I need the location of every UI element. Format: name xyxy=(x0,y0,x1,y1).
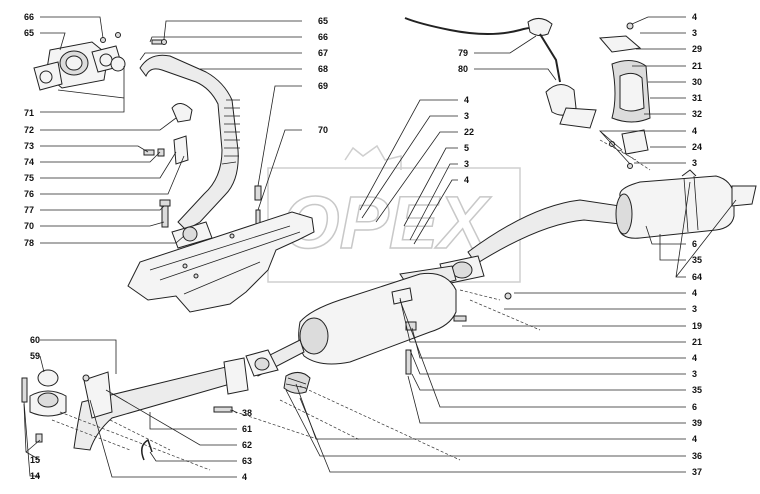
label-14: 14 xyxy=(30,471,40,481)
label-24: 24 xyxy=(692,142,702,152)
label-4: 4 xyxy=(692,288,697,298)
label-39: 39 xyxy=(692,418,702,428)
label-59: 59 xyxy=(30,351,40,361)
label-4: 4 xyxy=(464,95,469,105)
label-5: 5 xyxy=(464,143,469,153)
label-66: 66 xyxy=(24,12,34,22)
label-38: 38 xyxy=(242,408,252,418)
label-21: 21 xyxy=(692,337,702,347)
label-76: 76 xyxy=(24,189,34,199)
label-73: 73 xyxy=(24,141,34,151)
label-63: 63 xyxy=(242,456,252,466)
front-muffler xyxy=(298,265,457,375)
part-number-labels: 66 65 65 66 67 68 69 70 71 72 73 74 75 7… xyxy=(24,12,702,482)
watermark: OPEX xyxy=(267,144,521,283)
label-4: 4 xyxy=(692,353,697,363)
label-79: 79 xyxy=(458,48,468,58)
label-3: 3 xyxy=(464,111,469,121)
label-78: 78 xyxy=(24,238,34,248)
label-68: 68 xyxy=(318,64,328,74)
label-37: 37 xyxy=(692,467,702,477)
label-19: 19 xyxy=(692,321,702,331)
hanger-hose-group xyxy=(404,17,597,129)
label-30: 30 xyxy=(692,77,702,87)
label-6: 6 xyxy=(692,402,697,412)
mid-flange xyxy=(439,255,512,322)
label-72: 72 xyxy=(24,125,34,135)
front-pipe xyxy=(73,339,311,451)
label-4: 4 xyxy=(692,126,697,136)
rear-mount-group xyxy=(598,22,651,169)
label-4: 4 xyxy=(692,434,697,444)
label-64: 64 xyxy=(692,272,702,282)
watermark-text: OPEX xyxy=(282,181,492,264)
label-4: 4 xyxy=(464,175,469,185)
label-3: 3 xyxy=(692,304,697,314)
label-32: 32 xyxy=(692,109,702,119)
label-29: 29 xyxy=(692,44,702,54)
flexible-downpipe xyxy=(139,54,240,249)
leader-lines xyxy=(23,16,737,478)
rear-muffler xyxy=(467,169,757,265)
label-69: 69 xyxy=(318,81,328,91)
label-62: 62 xyxy=(242,440,252,450)
label-65: 65 xyxy=(24,28,34,38)
label-65: 65 xyxy=(318,16,328,26)
label-3: 3 xyxy=(692,158,697,168)
label-4: 4 xyxy=(242,472,247,482)
label-70: 70 xyxy=(24,221,34,231)
label-77: 77 xyxy=(24,205,34,215)
label-22: 22 xyxy=(464,127,474,137)
label-4: 4 xyxy=(692,12,697,22)
label-61: 61 xyxy=(242,424,252,434)
label-3: 3 xyxy=(692,369,697,379)
label-3: 3 xyxy=(692,28,697,38)
label-71: 71 xyxy=(24,108,34,118)
label-80: 80 xyxy=(458,64,468,74)
label-60: 60 xyxy=(30,335,40,345)
manifold-flange-group xyxy=(33,32,167,91)
label-66: 66 xyxy=(318,32,328,42)
label-6: 6 xyxy=(692,239,697,249)
label-35: 35 xyxy=(692,255,702,265)
label-67: 67 xyxy=(318,48,328,58)
label-3: 3 xyxy=(464,159,469,169)
assembly-lines xyxy=(51,139,651,471)
label-21: 21 xyxy=(692,61,702,71)
label-35: 35 xyxy=(692,385,702,395)
front-flange-parts xyxy=(21,369,233,461)
small-fasteners-left xyxy=(143,135,262,233)
label-74: 74 xyxy=(24,157,34,167)
label-36: 36 xyxy=(692,451,702,461)
label-31: 31 xyxy=(692,93,702,103)
label-75: 75 xyxy=(24,173,34,183)
heat-shield xyxy=(127,211,315,313)
label-15: 15 xyxy=(30,455,40,465)
label-70: 70 xyxy=(318,125,328,135)
